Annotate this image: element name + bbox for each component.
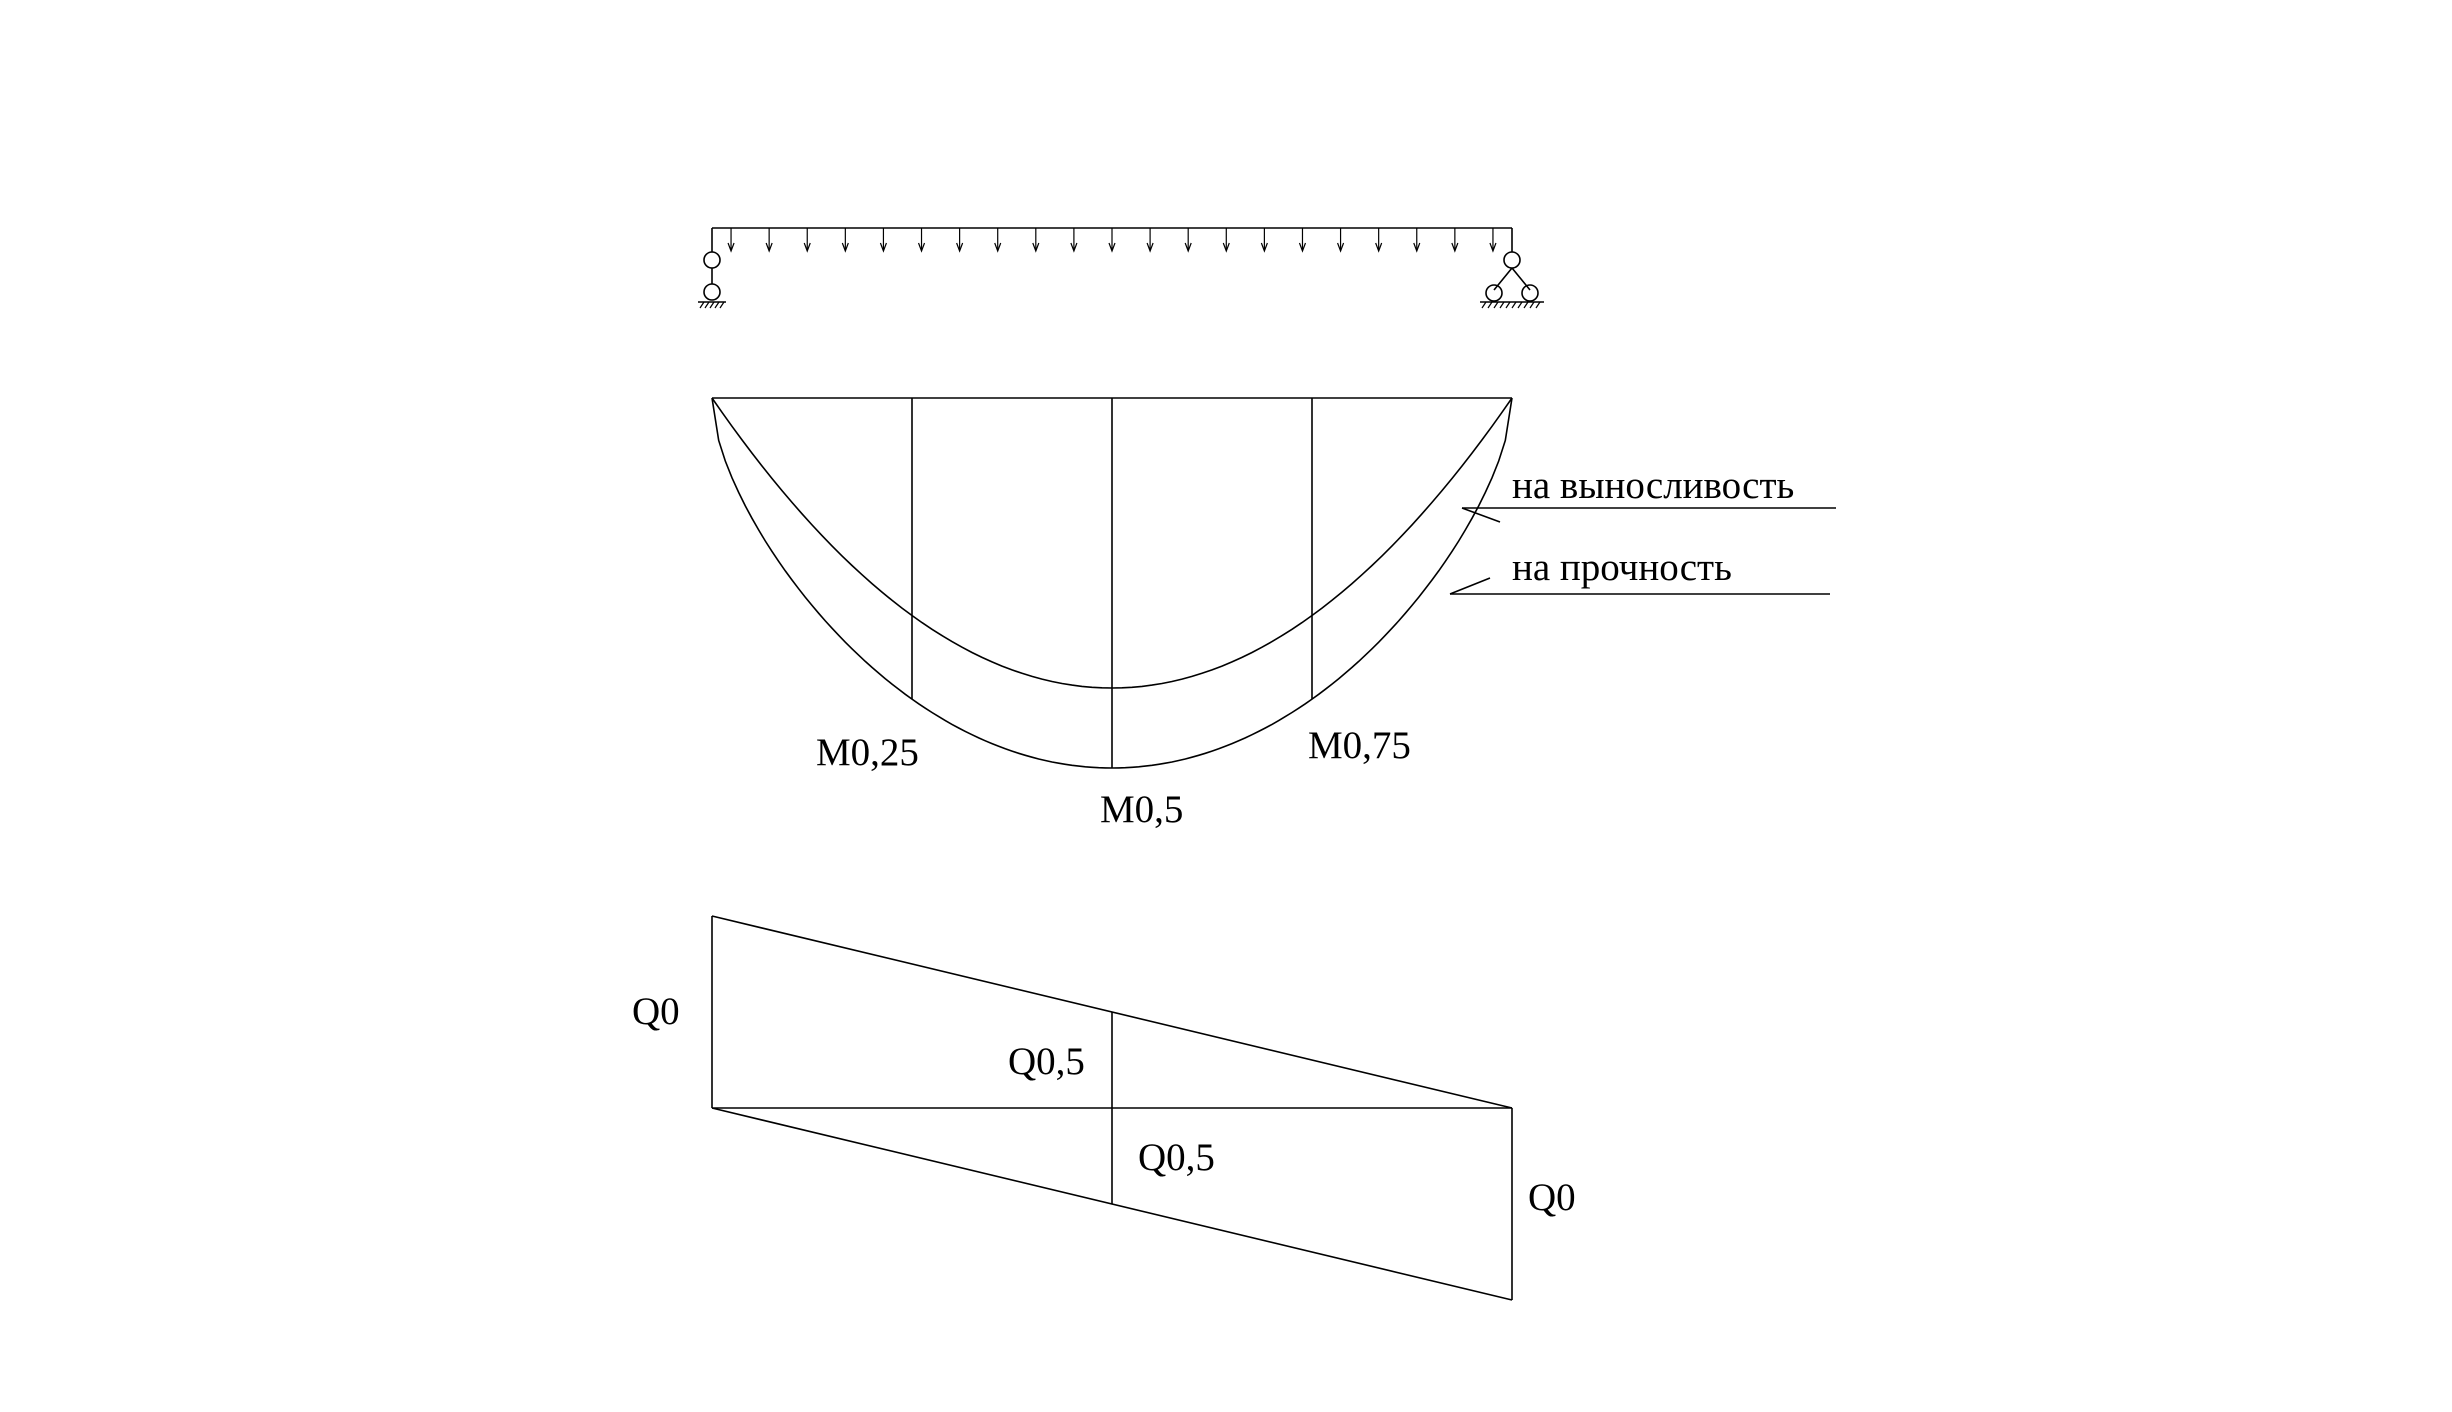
load-arrow xyxy=(994,228,1002,253)
load-arrow xyxy=(1184,228,1192,253)
q05-upper-label: Q0,5 xyxy=(1008,1040,1085,1083)
load-arrow xyxy=(1375,228,1383,253)
load-arrow xyxy=(1222,228,1230,253)
load-arrow xyxy=(1032,228,1040,253)
load-arrow xyxy=(841,228,849,253)
load-arrow xyxy=(1489,228,1497,253)
load-arrow xyxy=(917,228,926,253)
q0-right-label: Q0 xyxy=(1528,1176,1576,1219)
right-support xyxy=(1480,228,1544,309)
load-arrow xyxy=(1413,228,1421,253)
load-arrows xyxy=(727,228,1497,253)
left-support xyxy=(698,228,726,309)
load-arrow xyxy=(1108,228,1116,253)
strength-leader-arrow xyxy=(1449,577,1491,595)
q0-left-label: Q0 xyxy=(632,990,680,1033)
load-arrow xyxy=(956,228,964,253)
load-arrow xyxy=(879,228,887,253)
m05-label: M0,5 xyxy=(1100,788,1183,831)
load-arrow xyxy=(1451,228,1459,253)
load-arrow xyxy=(765,228,773,253)
q05-lower-label: Q0,5 xyxy=(1138,1136,1215,1179)
load-arrow xyxy=(803,228,811,253)
load-arrow xyxy=(1337,228,1345,253)
strength-label: на прочность xyxy=(1512,546,1732,589)
load-arrow xyxy=(727,228,735,253)
moment-section-lines xyxy=(911,398,1313,768)
m075-label: M0,75 xyxy=(1308,724,1411,767)
endurance-label: на выносливость xyxy=(1512,464,1794,507)
beam-scheme xyxy=(698,227,1544,309)
load-arrow xyxy=(1298,228,1307,253)
shear-diagram: Q0 Q0,5 Q0,5 Q0 xyxy=(632,915,1576,1301)
right-ground-hatch xyxy=(1481,301,1541,309)
endurance-leader-arrow xyxy=(1461,507,1501,523)
load-arrow xyxy=(1070,228,1078,253)
m025-label: M0,25 xyxy=(816,731,919,774)
moment-diagram: на выносливость на прочность M0,25 M0,5 … xyxy=(711,397,1836,831)
load-arrow xyxy=(1260,228,1268,253)
left-ground-hatch xyxy=(699,301,725,309)
load-arrow xyxy=(1146,228,1154,253)
